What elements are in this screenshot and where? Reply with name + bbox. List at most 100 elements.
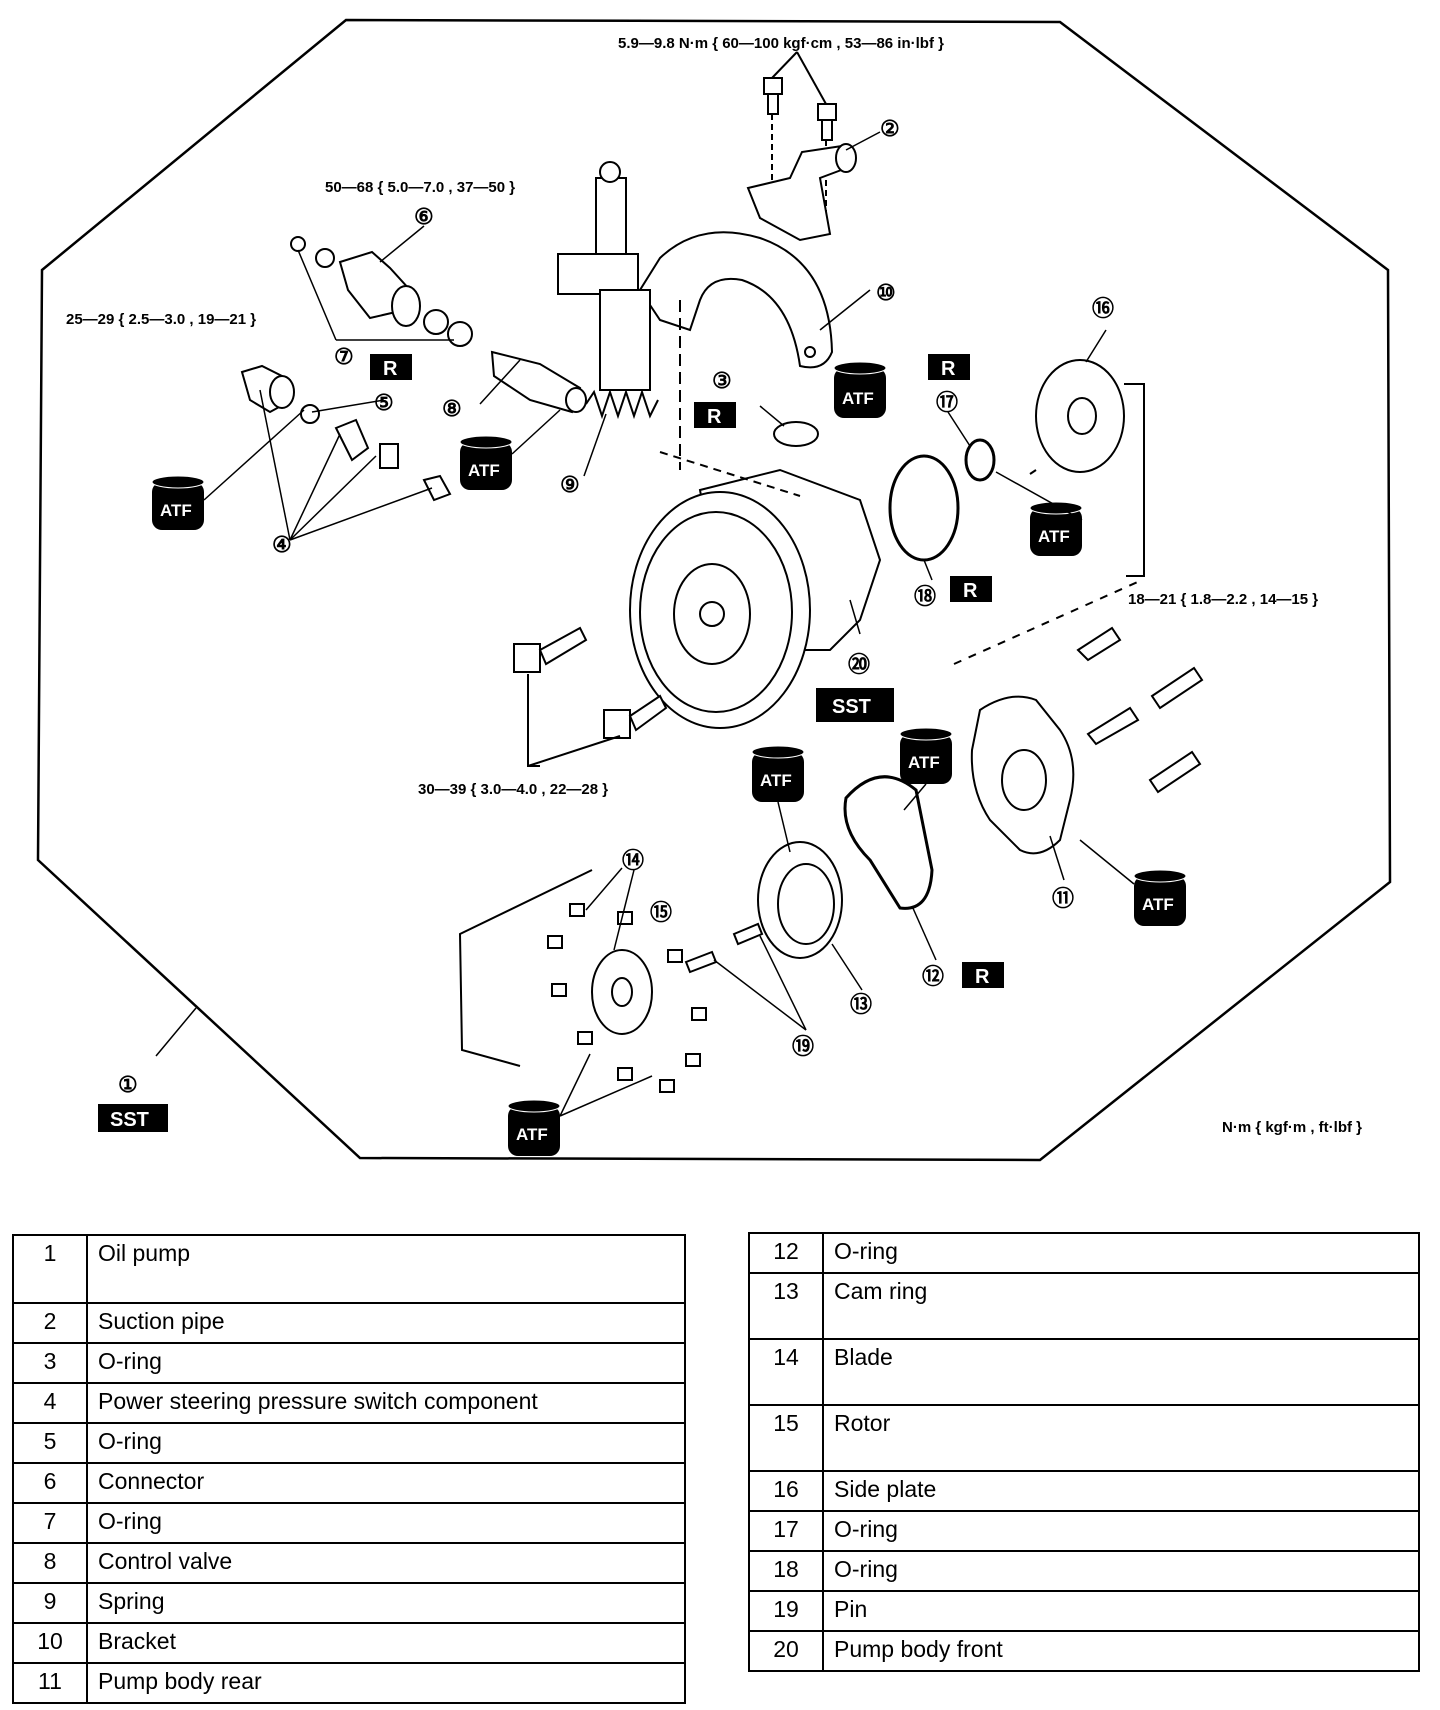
- o-ring-3-part: [773, 421, 819, 447]
- callout-20: ⑳: [848, 652, 870, 677]
- callout-11: ⑪: [1052, 886, 1074, 911]
- bracket-part: [557, 161, 834, 391]
- table-row: 4 Power steering pressure switch compone…: [12, 1382, 686, 1424]
- svg-text:ATF: ATF: [1038, 527, 1070, 546]
- pump-body-front-part: [629, 300, 882, 729]
- replace-badge: R: [707, 406, 722, 428]
- part-number: 11: [12, 1662, 88, 1704]
- part-number: 14: [748, 1338, 824, 1406]
- table-row: 8 Control valve: [12, 1542, 686, 1584]
- part-name: O-ring: [822, 1232, 1420, 1274]
- part-name: Pump body rear: [86, 1662, 686, 1704]
- torque-connector: 50—68 { 5.0—7.0 , 37—50 }: [325, 179, 515, 196]
- atf-can: ATF: [1029, 501, 1083, 556]
- callout-6: ⑥: [414, 204, 434, 229]
- exploded-view-diagram: 5.9—9.8 N·m { 60—100 kgf·cm , 53—86 in·l…: [36, 18, 1392, 1162]
- part-name: Blade: [822, 1338, 1420, 1406]
- part-number: 8: [12, 1542, 88, 1584]
- part-number: 3: [12, 1342, 88, 1384]
- atf-cans: ATF ATF ATF ATF ATF ATF: [151, 361, 1187, 1156]
- part-number: 7: [12, 1502, 88, 1544]
- part-name: Cam ring: [822, 1272, 1420, 1340]
- table-row: 15 Rotor: [748, 1404, 1420, 1472]
- suction-bolts: [763, 51, 837, 230]
- atf-can: ATF: [151, 475, 205, 530]
- callout-5: ⑤: [374, 390, 394, 415]
- atf-can: ATF: [833, 361, 887, 418]
- suction-pipe-part: [746, 143, 857, 242]
- replace-badges: R R R R R: [370, 354, 1004, 988]
- svg-text:ATF: ATF: [468, 461, 500, 480]
- table-row: 3 O-ring: [12, 1342, 686, 1384]
- part-number: 12: [748, 1232, 824, 1274]
- part-name: O-ring: [822, 1510, 1420, 1552]
- svg-text:ATF: ATF: [842, 389, 874, 408]
- callout-17: ⑰: [936, 390, 958, 415]
- atf-can: ATF: [899, 727, 953, 784]
- switch-part: [240, 364, 452, 502]
- mount-bolts: [513, 626, 668, 767]
- callout-10: ⑩: [876, 280, 896, 305]
- callout-1: ①: [118, 1072, 138, 1097]
- control-valve-part: [490, 350, 587, 414]
- table-row: 12 O-ring: [748, 1232, 1420, 1274]
- pins-part: [684, 922, 764, 974]
- callout-8: ⑧: [442, 396, 462, 421]
- part-number: 6: [12, 1462, 88, 1504]
- torque-switch: 25—29 { 2.5—3.0 , 19—21 }: [66, 311, 256, 328]
- torque-suction-pipe: 5.9—9.8 N·m { 60—100 kgf·cm , 53—86 in·l…: [618, 35, 944, 52]
- unit-legend: N·m { kgf·m , ft·lbf }: [1222, 1119, 1362, 1136]
- part-number: 5: [12, 1422, 88, 1464]
- part-name: Side plate: [822, 1470, 1420, 1512]
- replace-badge: R: [963, 580, 978, 602]
- part-name: Bracket: [86, 1622, 686, 1664]
- part-name: O-ring: [86, 1502, 686, 1544]
- svg-text:ATF: ATF: [1142, 895, 1174, 914]
- torque-rear-bolts: 18—21 { 1.8—2.2 , 14—15 }: [1128, 591, 1318, 608]
- part-number: 17: [748, 1510, 824, 1552]
- part-name: Power steering pressure switch component: [86, 1382, 686, 1424]
- part-name: Suction pipe: [86, 1302, 686, 1344]
- callouts: ① ② ③ ④ ⑤ ⑥ ⑦ ⑧ ⑨ ⑩ ⑪ ⑫ ⑬ ⑭ ⑮ ⑯ ⑰ ⑱ ⑲ ⑳: [118, 116, 1114, 1097]
- callout-7: ⑦: [334, 344, 354, 369]
- table-row: 5 O-ring: [12, 1422, 686, 1464]
- part-number: 18: [748, 1550, 824, 1592]
- part-name: Connector: [86, 1462, 686, 1504]
- part-name: Pump body front: [822, 1630, 1420, 1672]
- o-ring-17-part: [964, 438, 996, 482]
- rotor-part: [591, 949, 653, 1035]
- connector-part: [290, 236, 473, 347]
- parts-table-right: 12 O-ring 13 Cam ring 14 Blade 15 Rotor …: [748, 1232, 1420, 1672]
- part-name: Pin: [822, 1590, 1420, 1632]
- table-row: 16 Side plate: [748, 1470, 1420, 1512]
- svg-text:ATF: ATF: [760, 771, 792, 790]
- callout-9: ⑨: [560, 472, 580, 497]
- part-name: Control valve: [86, 1542, 686, 1584]
- table-row: 6 Connector: [12, 1462, 686, 1504]
- replace-badge: R: [941, 358, 956, 380]
- atf-can: ATF: [751, 745, 805, 802]
- pump-body-rear-part: [970, 695, 1075, 855]
- side-plate-part: [1029, 359, 1145, 577]
- table-row: 20 Pump body front: [748, 1630, 1420, 1672]
- table-row: 7 O-ring: [12, 1502, 686, 1544]
- atf-can: ATF: [459, 435, 513, 490]
- table-row: 1 Oil pump: [12, 1234, 686, 1304]
- table-row: 18 O-ring: [748, 1550, 1420, 1592]
- cam-ring-part: [757, 841, 843, 959]
- callout-2: ②: [880, 116, 900, 141]
- assembly-line: [953, 579, 1143, 665]
- table-row: 9 Spring: [12, 1582, 686, 1624]
- octagon-frame: [36, 18, 1392, 1162]
- svg-text:ATF: ATF: [160, 501, 192, 520]
- callout-13: ⑬: [850, 992, 872, 1017]
- spring-part: [585, 388, 659, 420]
- callout-19: ⑲: [792, 1034, 814, 1059]
- part-number: 1: [12, 1234, 88, 1304]
- svg-text:ATF: ATF: [908, 753, 940, 772]
- svg-text:ATF: ATF: [516, 1125, 548, 1144]
- parts-table-left: 1 Oil pump 2 Suction pipe 3 O-ring 4 Pow…: [12, 1234, 686, 1704]
- part-number: 2: [12, 1302, 88, 1344]
- part-number: 9: [12, 1582, 88, 1624]
- part-number: 16: [748, 1470, 824, 1512]
